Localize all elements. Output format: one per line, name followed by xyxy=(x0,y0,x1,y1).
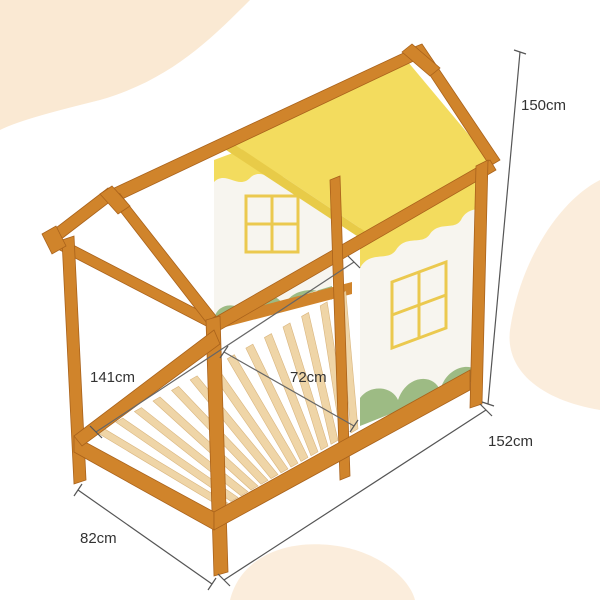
length-dimension-label: 152cm xyxy=(488,433,533,450)
inner-width-dimension-label: 72cm xyxy=(290,369,327,386)
background-blob-bottom xyxy=(230,544,415,600)
wood-frame xyxy=(41,43,501,577)
height-dimension-label: 150cm xyxy=(521,97,566,114)
slat xyxy=(264,333,319,457)
inner-length-dimension-label: 141cm xyxy=(90,369,135,386)
slat xyxy=(282,322,329,451)
width-dimension-label: 82cm xyxy=(80,530,117,547)
dimension-lines xyxy=(73,49,527,591)
background-blob-top xyxy=(0,0,250,130)
slat xyxy=(115,417,239,502)
roof-canopy xyxy=(220,62,490,238)
background-blob-right xyxy=(509,180,600,410)
front-wall-panel xyxy=(360,172,480,426)
back-rail xyxy=(214,282,352,330)
